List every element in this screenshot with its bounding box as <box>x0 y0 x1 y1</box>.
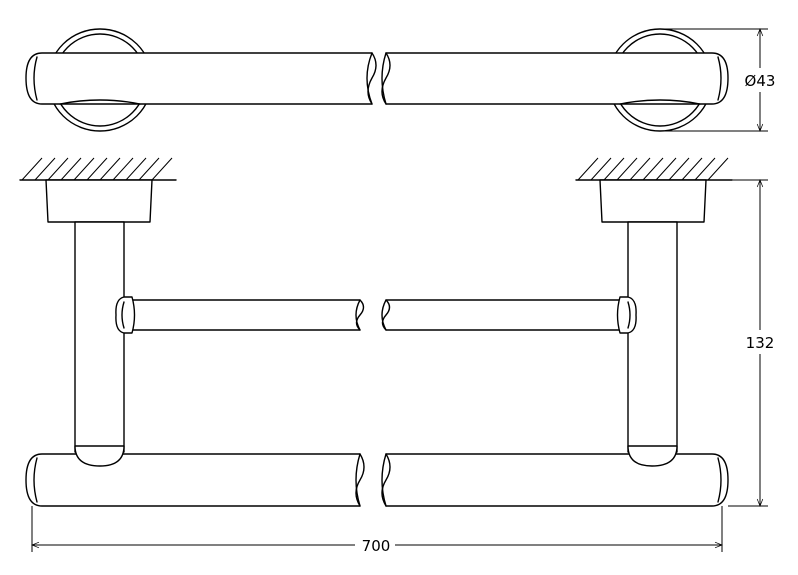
wall-right-hatch-line <box>707 157 729 181</box>
right-post <box>627 221 678 453</box>
wall-left-hatch-line <box>138 157 160 181</box>
left-mount-block <box>45 179 153 223</box>
wall-left-hatch-line <box>151 157 173 181</box>
wall-left-hatch-line <box>34 157 56 181</box>
side-view <box>19 157 733 507</box>
wall-right-hatch-line <box>590 157 612 181</box>
lower-break-right <box>381 453 391 507</box>
wall-right-hatch-line <box>642 157 664 181</box>
width-dimension: 700 <box>31 506 723 556</box>
width-label: 700 <box>362 537 391 555</box>
wall-right-hatch-line <box>668 157 690 181</box>
right-mount-block <box>599 179 707 223</box>
wall-left-hatch-line <box>86 157 108 181</box>
wall-right-hatch-line <box>577 157 599 181</box>
top-bar-right <box>381 52 729 105</box>
top-view <box>25 28 729 132</box>
wall-right-hatch-line <box>655 157 677 181</box>
wall-left-hatch-line <box>125 157 147 181</box>
right-upper-bracket <box>616 296 637 334</box>
wall-left-hatch-line <box>60 157 82 181</box>
wall-left <box>19 157 177 181</box>
left-post <box>74 221 125 453</box>
wall-left-hatch-line <box>99 157 121 181</box>
upper-break-right <box>381 299 391 331</box>
top-break-right <box>381 52 391 105</box>
wall-right-hatch-line <box>603 157 625 181</box>
left-joint <box>74 445 125 467</box>
wall-right <box>575 157 733 181</box>
lower-break-left <box>355 453 365 507</box>
top-bar-left <box>25 52 373 105</box>
left-upper-bracket <box>115 296 136 334</box>
wall-left-hatch-line <box>112 157 134 181</box>
wall-right-hatch-line <box>681 157 703 181</box>
diameter-label: Ø43 <box>745 72 776 90</box>
diameter-dimension: Ø43 <box>660 28 780 132</box>
right-joint <box>627 445 678 467</box>
upper-bar-left <box>123 299 361 331</box>
top-break-left <box>367 52 377 105</box>
wall-right-hatch-line <box>694 157 716 181</box>
wall-left-hatch-line <box>73 157 95 181</box>
wall-right-hatch-line <box>629 157 651 181</box>
lower-bar-right <box>381 453 729 507</box>
lower-bar-left <box>25 453 361 507</box>
wall-left-hatch-line <box>21 157 43 181</box>
upper-bar-right <box>381 299 629 331</box>
upper-break-left <box>355 299 365 331</box>
height-label: 132 <box>746 334 775 352</box>
wall-left-hatch-line <box>47 157 69 181</box>
height-dimension: 132 <box>710 179 780 507</box>
wall-right-hatch-line <box>616 157 638 181</box>
